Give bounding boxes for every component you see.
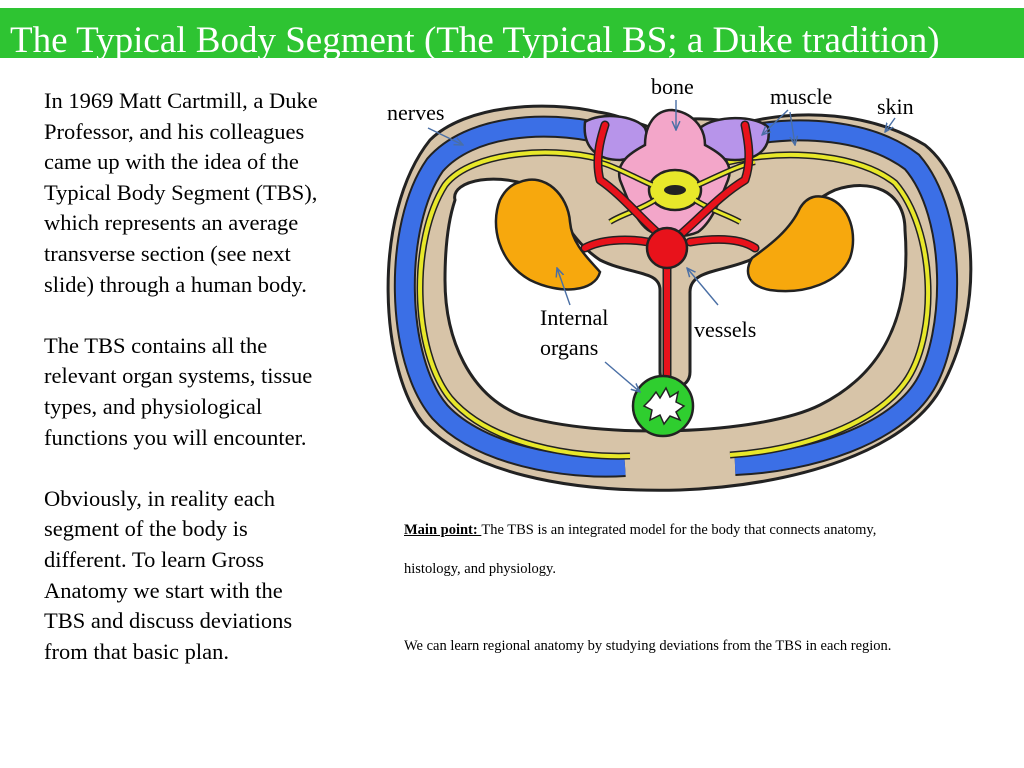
text-line: TBS and discuss deviations	[44, 608, 293, 634]
text-line: Obviously, in reality each	[44, 485, 275, 511]
paragraph-deviations: Obviously, in reality each segment of th…	[44, 484, 364, 668]
nerve-ring	[418, 150, 931, 459]
blood-vessels-fill	[582, 122, 758, 398]
slide-title: The Typical Body Segment (The Typical BS…	[10, 20, 940, 61]
note-line-3: We can learn regional anatomy by studyin…	[404, 638, 892, 654]
text-line: functions you will encounter.	[44, 424, 307, 450]
note-main-point: Main point: The TBS is an integrated mod…	[404, 522, 876, 539]
spinal-canal	[664, 185, 686, 195]
text-line: types, and physiological	[44, 393, 263, 419]
text-line: In 1969 Matt Cartmill, a Duke	[44, 88, 318, 113]
label-arrows	[427, 100, 896, 392]
note-main-label: Main point:	[404, 522, 482, 538]
organ-right	[746, 195, 855, 293]
gut-lumen	[642, 386, 686, 426]
text-line: slide) through a human body.	[44, 271, 307, 297]
text-line: Professor, and his colleagues	[44, 118, 305, 144]
label-organs: organs	[540, 335, 598, 360]
text-line: which represents an average	[44, 210, 299, 236]
paragraph-history: In 1969 Matt Cartmill, a Duke Professor,…	[44, 86, 364, 300]
muscle-layer-fill	[395, 117, 957, 476]
label-muscle: muscle	[770, 84, 832, 109]
text-line: from that basic plan.	[44, 638, 229, 664]
text-line: The TBS contains all the	[44, 332, 268, 358]
label-nerves: nerves	[387, 100, 444, 125]
text-line: relevant organ systems, tissue	[44, 363, 313, 389]
label-skin: skin	[877, 94, 914, 119]
aorta	[645, 226, 689, 270]
text-line: Typical Body Segment (TBS),	[44, 179, 318, 205]
note-line-2: histology, and physiology.	[404, 561, 556, 577]
title-bar: The Typical Body Segment (The Typical BS…	[0, 8, 1024, 61]
text-line: different. To learn Gross	[44, 546, 265, 572]
note-line-1: The TBS is an integrated model for the b…	[481, 522, 877, 538]
spinal-nerves-fill	[597, 160, 756, 224]
label-internal: Internal	[540, 305, 608, 330]
body-text: In 1969 Matt Cartmill, a Duke Professor,…	[44, 86, 364, 698]
text-line: segment of the body is	[44, 516, 248, 542]
label-vessels: vessels	[694, 317, 756, 342]
tbs-diagram: bone muscle skin nerves Internal organs …	[386, 74, 973, 492]
text-line: Anatomy we start with the	[44, 577, 283, 603]
label-bone: bone	[651, 74, 694, 99]
organ-left	[494, 178, 602, 291]
text-line: transverse section (see next	[44, 240, 291, 266]
paragraph-contents: The TBS contains all the relevant organ …	[44, 331, 364, 453]
text-line: came up with the idea of the	[44, 149, 299, 175]
